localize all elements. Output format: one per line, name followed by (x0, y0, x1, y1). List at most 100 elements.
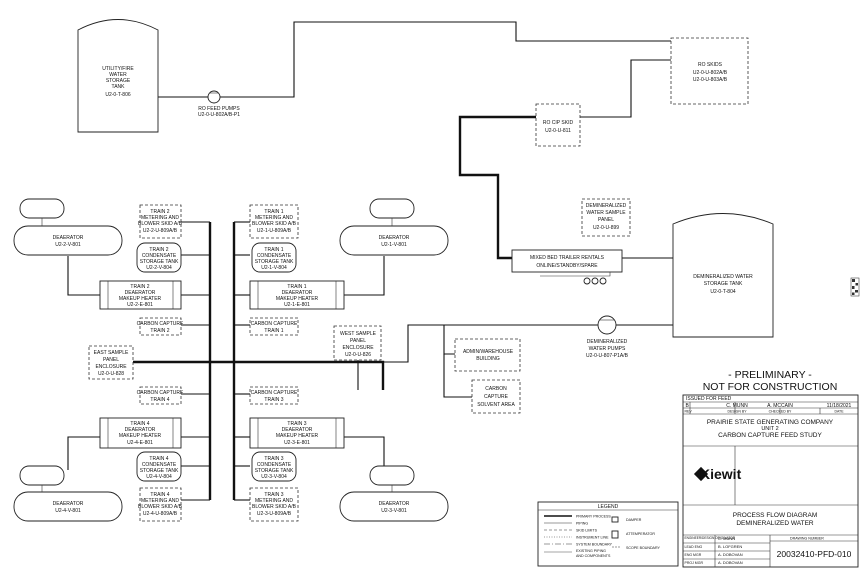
train-4-condensate-storage-tank: TRAIN 4 CONDENSATE STORAGE TANK U2-4-V-8… (136, 451, 182, 482)
svg-text:TRAIN 2: TRAIN 2 (150, 209, 169, 215)
svg-text:BLOWER SKID A/B: BLOWER SKID A/B (138, 221, 183, 227)
svg-text:SCOPE BOUNDARY: SCOPE BOUNDARY (626, 546, 660, 550)
deaerator-train-2: DEAERATOR U2-2-V-801 (13, 198, 123, 256)
svg-text:RO FEED PUMPS: RO FEED PUMPS (198, 106, 240, 112)
svg-text:ENGINEER/DESIGN ORIGINATOR: ENGINEER/DESIGN ORIGINATOR (685, 536, 736, 540)
svg-text:U2-0-U-826: U2-0-U-826 (345, 352, 371, 358)
svg-text:MIXED BED TRAILER RENTALS: MIXED BED TRAILER RENTALS (530, 255, 605, 261)
svg-text:U2-4-V-801: U2-4-V-801 (55, 508, 81, 514)
west-sample-panel-enclosure: WEST SAMPLE PANEL ENCLOSURE U2-0-U-826 (333, 325, 382, 361)
svg-text:STORAGE TANK: STORAGE TANK (140, 468, 179, 474)
svg-text:METERING AND: METERING AND (255, 215, 293, 221)
svg-text:SYSTEM BOUNDARY: SYSTEM BOUNDARY (576, 543, 613, 547)
svg-text:A. DOBOVAN: A. DOBOVAN (718, 552, 743, 557)
svg-text:NOT FOR CONSTRUCTION: NOT FOR CONSTRUCTION (703, 381, 838, 393)
svg-text:- PRELIMINARY -: - PRELIMINARY - (728, 369, 812, 381)
svg-text:U2-1-V-804: U2-1-V-804 (261, 265, 287, 271)
svg-text:BLOWER SKID A/B: BLOWER SKID A/B (252, 221, 297, 227)
piping (67, 21, 710, 501)
svg-text:B. LOFGREN: B. LOFGREN (718, 544, 742, 549)
svg-text:BLOWER SKID A/B: BLOWER SKID A/B (252, 504, 297, 510)
svg-text:PRAIRIE STATE GENERATING COMPA: PRAIRIE STATE GENERATING COMPANY (707, 419, 834, 426)
svg-text:WATER: WATER (109, 72, 127, 78)
carbon-capture-train-2: CARBON CAPTURE TRAIN 2 (137, 317, 184, 336)
kiewit-logo: Kiewit (693, 466, 742, 482)
train-1-metering-blower-skid: TRAIN 1 METERING AND BLOWER SKID A/B U2-… (249, 204, 299, 239)
svg-text:TRAIN 1: TRAIN 1 (264, 247, 283, 253)
svg-text:STORAGE TANK: STORAGE TANK (704, 281, 743, 287)
train-2-condensate-storage-tank: TRAIN 2 CONDENSATE STORAGE TANK U2-2-V-8… (136, 242, 182, 273)
train-4-deaerator-makeup-heater: TRAIN 4 DEAERATOR MAKEUP HEATER U2-4-E-8… (99, 417, 182, 449)
svg-text:TRAIN 3: TRAIN 3 (264, 397, 283, 403)
svg-text:U2-0-U-807-P1A/B: U2-0-U-807-P1A/B (586, 353, 629, 359)
train-3-condensate-storage-tank: TRAIN 3 CONDENSATE STORAGE TANK U2-3-V-8… (251, 451, 297, 482)
svg-text:U2-0-T-804: U2-0-T-804 (710, 289, 736, 295)
svg-text:UNIT 2: UNIT 2 (761, 426, 778, 432)
train-3-metering-blower-skid: TRAIN 3 METERING AND BLOWER SKID A/B U2-… (249, 487, 299, 522)
svg-text:DEAERATOR: DEAERATOR (282, 290, 313, 296)
svg-text:PROCESS FLOW DIAGRAM: PROCESS FLOW DIAGRAM (733, 512, 818, 519)
svg-text:CAPTURE: CAPTURE (484, 394, 509, 400)
svg-text:DEAERATOR: DEAERATOR (125, 290, 156, 296)
svg-text:CARBON CAPTURE FEED STUDY: CARBON CAPTURE FEED STUDY (718, 432, 822, 439)
svg-text:U2-3-U-809A/B: U2-3-U-809A/B (257, 511, 292, 517)
svg-text:TRAIN 3: TRAIN 3 (287, 421, 306, 427)
svg-text:INSTRUMENT LINE: INSTRUMENT LINE (576, 536, 609, 540)
svg-text:DEAERATOR: DEAERATOR (53, 501, 84, 507)
svg-text:STORAGE TANK: STORAGE TANK (140, 259, 179, 265)
svg-text:U2-0-U-803A/B: U2-0-U-803A/B (693, 77, 728, 83)
svg-text:DEMINERALIZED: DEMINERALIZED (586, 203, 627, 209)
svg-text:RO SKIDS: RO SKIDS (698, 62, 723, 68)
svg-text:REV: REV (685, 410, 693, 414)
east-sample-panel-enclosure: EAST SAMPLE PANEL ENCLOSURE U2-0-U-828 (88, 345, 134, 380)
svg-text:U2-1-U-809A/B: U2-1-U-809A/B (257, 228, 292, 234)
legend: LEGEND PRIMARY PROCESS PIPING SKID LIMIT… (537, 501, 679, 567)
svg-text:20032410-PFD-010: 20032410-PFD-010 (777, 549, 852, 559)
train-1-condensate-storage-tank: TRAIN 1 CONDENSATE STORAGE TANK U2-1-V-8… (251, 242, 297, 273)
svg-text:C. MUNN: C. MUNN (726, 403, 748, 409)
svg-text:TRAIN 2: TRAIN 2 (150, 328, 169, 334)
svg-text:WATER PUMPS: WATER PUMPS (589, 346, 626, 352)
svg-text:CONDENSATE: CONDENSATE (142, 253, 177, 259)
svg-text:DAMPER: DAMPER (626, 518, 642, 522)
svg-text:PANEL: PANEL (103, 357, 119, 363)
svg-text:U2-2-V-801: U2-2-V-801 (55, 242, 81, 248)
carbon-capture-train-3: CARBON CAPTURE TRAIN 3 (249, 386, 299, 405)
svg-text:LEAD ENG: LEAD ENG (685, 545, 703, 549)
svg-text:CARBON CAPTURE: CARBON CAPTURE (137, 390, 184, 396)
admin-warehouse-building: ADMIN/WAREHOUSE BUILDING (454, 338, 521, 372)
svg-text:PRIMARY PROCESS: PRIMARY PROCESS (576, 515, 611, 519)
svg-text:ISSUED FOR FEED: ISSUED FOR FEED (686, 396, 732, 402)
svg-text:BUILDING: BUILDING (476, 356, 500, 362)
svg-text:CARBON: CARBON (485, 386, 507, 392)
svg-text:ONLINE/STANDBY/SPARE: ONLINE/STANDBY/SPARE (536, 263, 598, 269)
svg-text:CONDENSATE: CONDENSATE (257, 253, 292, 259)
svg-text:DEAERATOR: DEAERATOR (125, 427, 156, 433)
svg-text:PROJ MGR: PROJ MGR (685, 561, 704, 565)
demineralized-water-storage-tank: DEMINERALIZED WATER STORAGE TANK U2-0-T-… (672, 213, 774, 338)
svg-text:U2-2-U-809A/B: U2-2-U-809A/B (143, 228, 178, 234)
svg-text:EAST SAMPLE: EAST SAMPLE (94, 350, 129, 356)
svg-text:STORAGE TANK: STORAGE TANK (255, 259, 294, 265)
svg-text:TRAIN 4: TRAIN 4 (149, 456, 168, 462)
svg-text:DEAERATOR: DEAERATOR (379, 235, 410, 241)
svg-text:Kiewit: Kiewit (700, 466, 742, 482)
svg-text:U2-0-U-828: U2-0-U-828 (98, 371, 124, 377)
svg-text:DEAERATOR: DEAERATOR (282, 427, 313, 433)
svg-text:CONDENSATE: CONDENSATE (142, 462, 177, 468)
svg-text:A. DOBOVAN: A. DOBOVAN (718, 560, 743, 565)
ro-feed-pumps: RO FEED PUMPS U2-0-U-802A/B-P1 (198, 90, 240, 118)
svg-text:ATTEMPERATOR: ATTEMPERATOR (626, 532, 655, 536)
carbon-capture-train-4: CARBON CAPTURE TRAIN 4 (137, 386, 184, 405)
deaerator-train-4: DEAERATOR U2-4-V-801 (13, 465, 123, 522)
svg-text:ENCLOSURE: ENCLOSURE (342, 345, 374, 351)
svg-text:ADMIN/WAREHOUSE: ADMIN/WAREHOUSE (463, 349, 514, 355)
svg-text:U2-0-U-811: U2-0-U-811 (545, 128, 571, 134)
svg-text:AND COMPONENTS: AND COMPONENTS (576, 554, 611, 558)
qr-code-icon (850, 277, 860, 297)
deaerator-train-3: DEAERATOR U2-3-V-801 (339, 465, 449, 522)
svg-text:U2-2-E-801: U2-2-E-801 (127, 302, 153, 308)
svg-text:U2-3-V-804: U2-3-V-804 (261, 474, 287, 480)
svg-text:CHECKED BY: CHECKED BY (769, 410, 792, 414)
svg-text:DEMINERALIZED: DEMINERALIZED (587, 339, 628, 345)
